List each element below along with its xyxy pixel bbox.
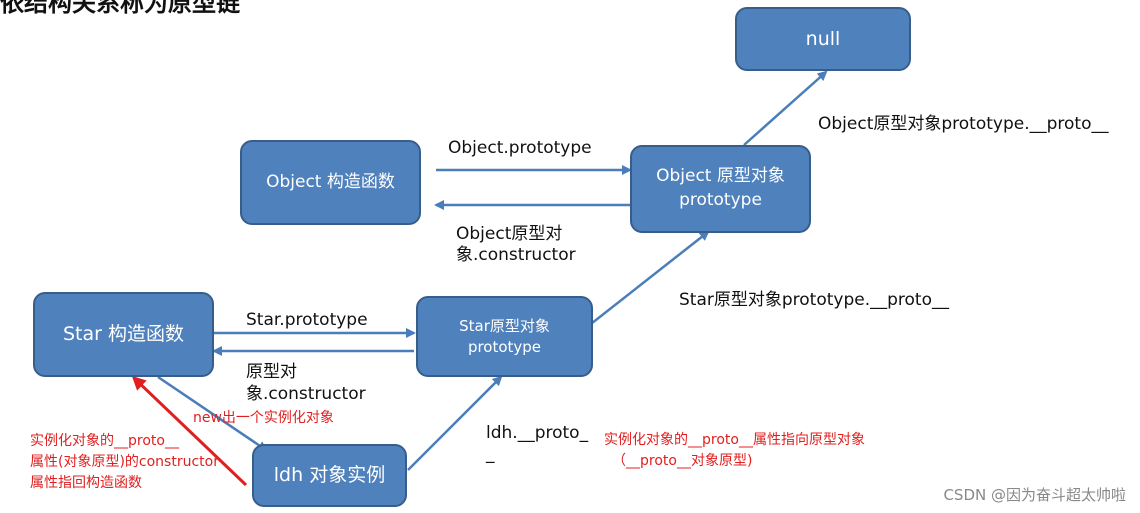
page-title: 依结构关系称为原型链 [0, 0, 240, 17]
node-star-prototype: Star原型对象 prototype [416, 296, 593, 377]
node-star-constructor-label: Star 构造函数 [62, 323, 184, 346]
label-ldh-proto-line2: _ [486, 444, 495, 464]
node-null-label: null [805, 27, 841, 50]
label-instance-proto-points-line1: 实例化对象的__proto__属性指向原型对象 [604, 432, 865, 448]
arrow-star-proto-to-object-proto [572, 230, 710, 339]
node-star-prototype-line2: prototype [467, 337, 542, 356]
node-object-prototype-line2: prototype [679, 190, 762, 210]
label-star-constructor-line2: 象.constructor [246, 384, 366, 404]
node-star-prototype-line1: Star原型对象 [459, 316, 550, 335]
node-ldh-instance: ldh 对象实例 [252, 444, 407, 507]
label-object-prototype: Object.prototype [448, 138, 592, 158]
arrow-ldh-proto-to-star-proto [407, 375, 503, 471]
label-instance-constructor-line2: 属性(对象原型)的constructor [30, 454, 219, 470]
watermark: CSDN @因为奋斗超太帅啦 [943, 486, 1126, 504]
node-object-constructor-label: Object 构造函数 [266, 171, 395, 192]
node-null: null [735, 7, 911, 71]
label-ldh-proto-line1: ldh.__proto_ [486, 423, 589, 443]
node-ldh-instance-label: ldh 对象实例 [273, 464, 386, 487]
label-star-constructor-line1: 原型对 [246, 362, 297, 382]
label-instance-constructor-line1: 实例化对象的__proto__ [30, 433, 179, 449]
label-instance-constructor-line3: 属性指回构造函数 [30, 475, 142, 491]
node-star-constructor: Star 构造函数 [33, 292, 214, 377]
label-star-prototype: Star.prototype [246, 310, 368, 330]
arrow-object-proto-to-null [743, 70, 828, 146]
label-new-instance: new出一个实例化对象 [193, 410, 334, 426]
label-instance-proto-points-line2: （__proto__对象原型) [612, 453, 753, 469]
label-object-proto-to-null: Object原型对象prototype.__proto__ [818, 114, 1109, 134]
label-object-constructor-line2: 象.constructor [456, 245, 576, 265]
arrow-new-instance [157, 375, 268, 452]
label-star-proto-to-object: Star原型对象prototype.__proto__ [679, 290, 949, 310]
node-object-constructor: Object 构造函数 [240, 140, 421, 225]
node-object-prototype: Object 原型对象 prototype [630, 145, 811, 233]
label-object-constructor-line1: Object原型对 [456, 224, 563, 244]
node-object-prototype-line1: Object 原型对象 [656, 166, 785, 187]
arrow-instance-constructor-red [131, 375, 248, 487]
